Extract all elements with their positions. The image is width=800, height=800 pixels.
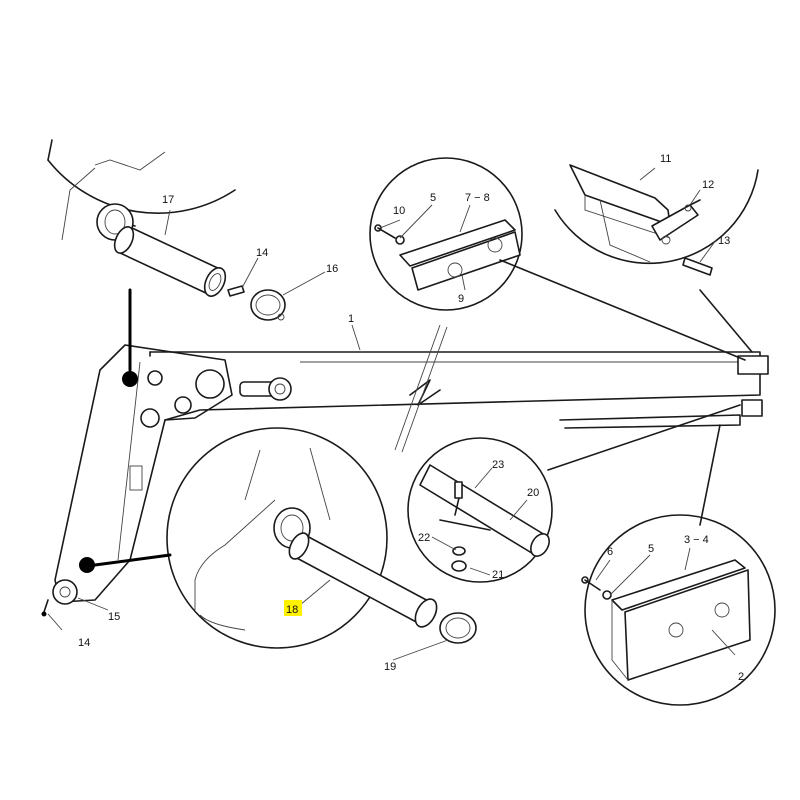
callout-leaders: [47, 167, 736, 661]
callout-15: 15: [108, 611, 120, 623]
callout-21: 21: [492, 569, 504, 581]
bracket-hole: [195, 369, 225, 399]
lower-bushing: [52, 579, 78, 605]
detail-leader: [699, 289, 753, 353]
callout-11: 11: [660, 153, 671, 165]
callout-9: 9: [458, 293, 464, 305]
pivot-bracket: [41, 344, 292, 617]
callout-14-lower: 14: [78, 637, 90, 649]
callout-3-4: 3 − 4: [684, 534, 709, 546]
detail-leader: [699, 424, 721, 526]
callout-18-highlight: [284, 600, 302, 616]
callout-6: 6: [607, 546, 613, 558]
callout-1: 1: [348, 313, 354, 325]
bracket-hole: [147, 370, 163, 386]
callout-20: 20: [527, 487, 539, 499]
callout-22: 22: [418, 532, 430, 544]
callout-18: 18: [286, 604, 298, 616]
detail-leader: [93, 553, 172, 567]
detail-end-fitting: [554, 164, 759, 276]
callout-17: 17: [162, 194, 174, 206]
callout-23: 23: [492, 459, 504, 471]
detail-upper-pin: [47, 139, 286, 321]
callout-16: 16: [326, 263, 338, 275]
detail-leader: [499, 259, 746, 361]
detail-leader: [547, 404, 741, 471]
callout-13: 13: [718, 235, 730, 247]
callout-10: 10: [393, 205, 405, 217]
bracket-hole: [174, 396, 192, 414]
callout-2: 2: [738, 671, 744, 683]
detail-bracket-tube: [407, 437, 553, 583]
pivot-pin-upper: [122, 371, 138, 387]
callout-14-upper: 14: [256, 247, 268, 259]
callout-12: 12: [702, 179, 714, 191]
callout-labels: 1 2 3 − 4 5 5 6 7 − 8 9 10 11 12 13 14 1…: [78, 153, 744, 683]
pivot-pin-lower: [79, 557, 95, 573]
bracket-hole: [140, 408, 160, 428]
detail-wear-pad-upper: [369, 157, 523, 311]
detail-lower-pin: [166, 427, 477, 649]
detail-wear-pad-lower: [581, 514, 776, 706]
grease-fitting: [41, 611, 47, 617]
callout-19: 19: [384, 661, 396, 673]
boom-arm: [149, 324, 769, 453]
callout-5-upper: 5: [430, 192, 436, 204]
callout-5-lower: 5: [648, 543, 654, 555]
callout-7-8: 7 − 8: [465, 192, 490, 204]
